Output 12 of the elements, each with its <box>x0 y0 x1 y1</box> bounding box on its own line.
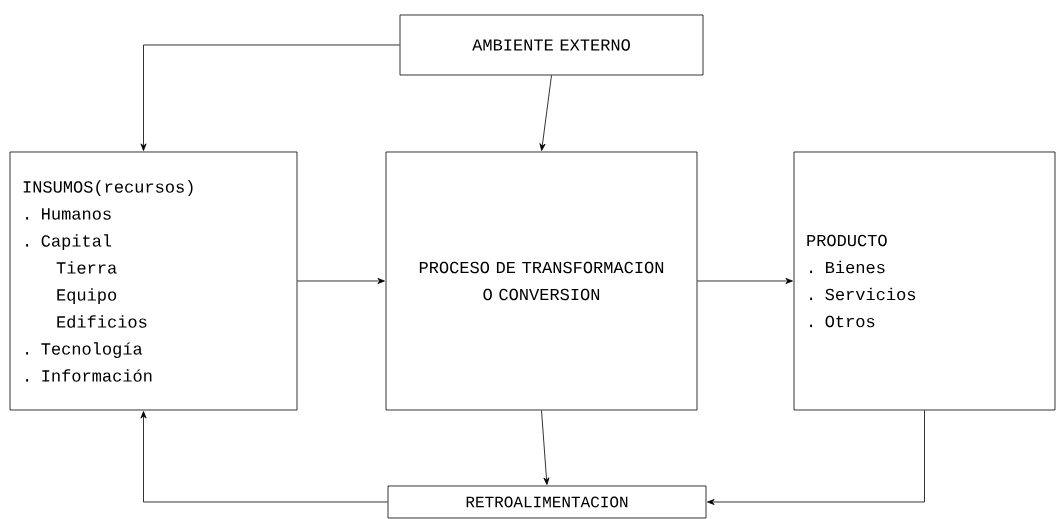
arrow <box>297 278 385 284</box>
arrow <box>539 75 552 151</box>
process-box: INSUMOS(recursos) . Humanos . Capital Tierra Equipo Edificios . Tecnología . Información <box>9 151 298 411</box>
process-box: PRODUCTO . Bienes . Servicios . Otros <box>793 151 1056 411</box>
arrow <box>140 44 400 151</box>
process-box: PROCESO DE TRANSFORMACION O CONVERSION <box>385 151 698 411</box>
process-box: RETROALIMENTACION <box>387 485 707 519</box>
arrow <box>541 410 550 485</box>
arrow <box>697 278 793 284</box>
process-box: AMBIENTE EXTERNO <box>399 14 704 76</box>
arrow <box>140 411 388 503</box>
arrow <box>707 410 925 505</box>
